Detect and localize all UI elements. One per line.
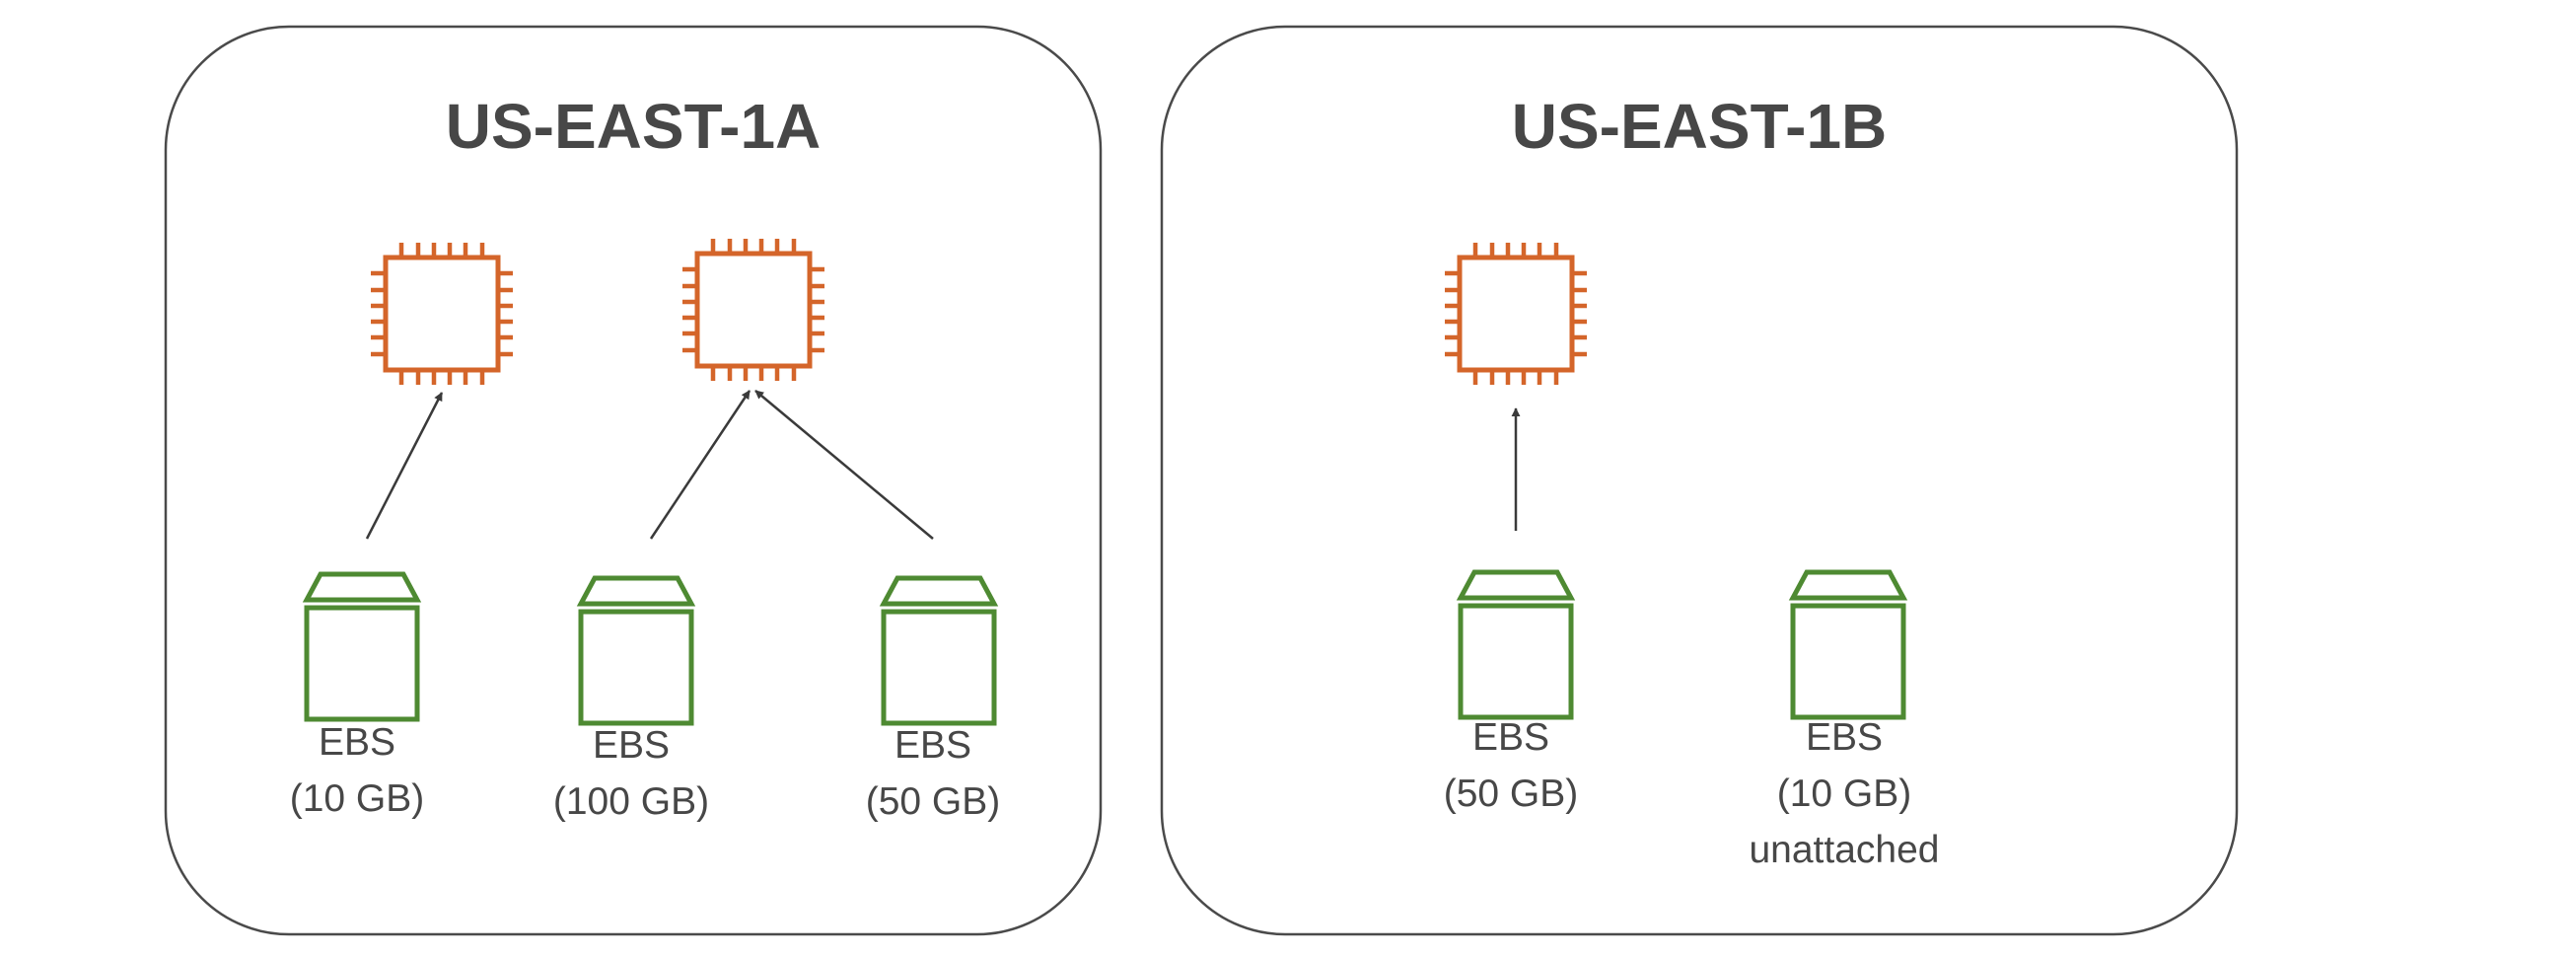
volume-name: EBS <box>894 724 971 767</box>
ebs-volume-icon <box>1461 572 1571 717</box>
ebs-volume-icon <box>581 578 691 723</box>
volume-size: (10 GB) <box>290 777 425 820</box>
volume-size: (10 GB) <box>1777 773 1912 815</box>
zone-b-title: US-EAST-1B <box>1512 91 1888 162</box>
zone-a-title: US-EAST-1A <box>446 91 822 162</box>
volume-size: (100 GB) <box>553 780 709 823</box>
ebs-volume-icon <box>884 578 994 723</box>
volume-name: EBS <box>593 724 670 767</box>
ec2-instance-icon <box>371 243 513 385</box>
attachment-arrow <box>649 390 751 540</box>
volume-name: EBS <box>1806 716 1883 759</box>
availability-zone-a: US-EAST-1A EBS (10 GB) EBS (100 GB) EBS … <box>164 25 1103 936</box>
volume-size: (50 GB) <box>866 780 1001 823</box>
ec2-instance-icon <box>682 239 824 381</box>
ec2-instance-icon <box>1445 243 1587 385</box>
ebs-volume-icon <box>307 574 417 719</box>
volume-name: EBS <box>319 721 395 764</box>
volume-name: EBS <box>1472 716 1549 759</box>
attachment-arrow <box>365 392 444 540</box>
zone-b-border <box>1160 25 2239 936</box>
volume-size: (50 GB) <box>1444 773 1579 815</box>
attachment-arrow <box>754 390 934 540</box>
volume-status: unattached <box>1749 829 1939 871</box>
ebs-volume-icon <box>1793 572 1903 717</box>
availability-zone-b: US-EAST-1B EBS (50 GB) EBS (10 GB) unatt… <box>1160 25 2239 936</box>
zone-a-border <box>164 25 1103 936</box>
